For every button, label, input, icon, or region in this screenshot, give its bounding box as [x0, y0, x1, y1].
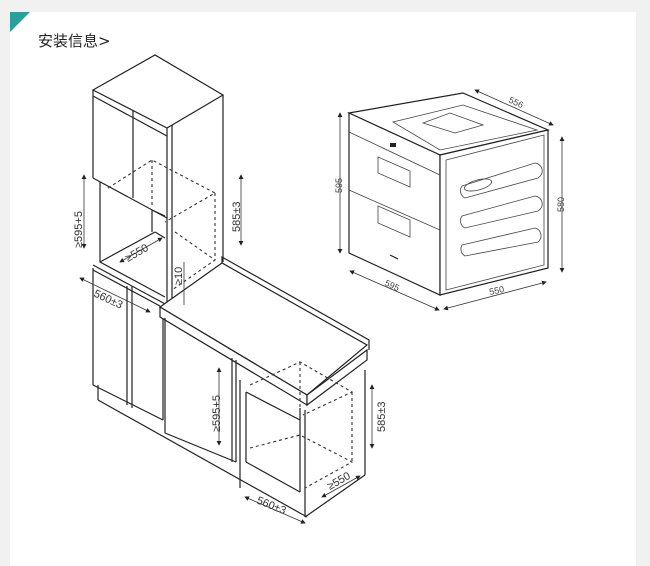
base-cabinet [158, 255, 370, 518]
base-height-label: ≥595+5 [211, 395, 223, 432]
appliance-drawing: 556 595 580 595 550 [334, 89, 566, 311]
side-vents [460, 162, 543, 257]
appliance-top-depth: 556 [507, 95, 525, 110]
section-title: 安装信息> [38, 32, 111, 50]
base-oven-height-label: 585±3 [376, 401, 388, 432]
base-depth-label: ≥550 [326, 470, 353, 493]
tall-depth-label: ≥550 [124, 242, 151, 265]
corner-accent [10, 12, 30, 32]
base-width-label: 560±3 [255, 495, 288, 518]
tall-gap-label: ≥10 [173, 267, 185, 285]
appliance-side-depth: 550 [488, 284, 505, 297]
appliance-front-width: 595 [383, 278, 401, 293]
appliance-front-height: 595 [334, 178, 344, 193]
tall-height-label: ≥595+5 [73, 211, 85, 248]
tall-oven-height-label: 585±3 [231, 201, 243, 232]
appliance-side-height: 580 [556, 197, 566, 212]
